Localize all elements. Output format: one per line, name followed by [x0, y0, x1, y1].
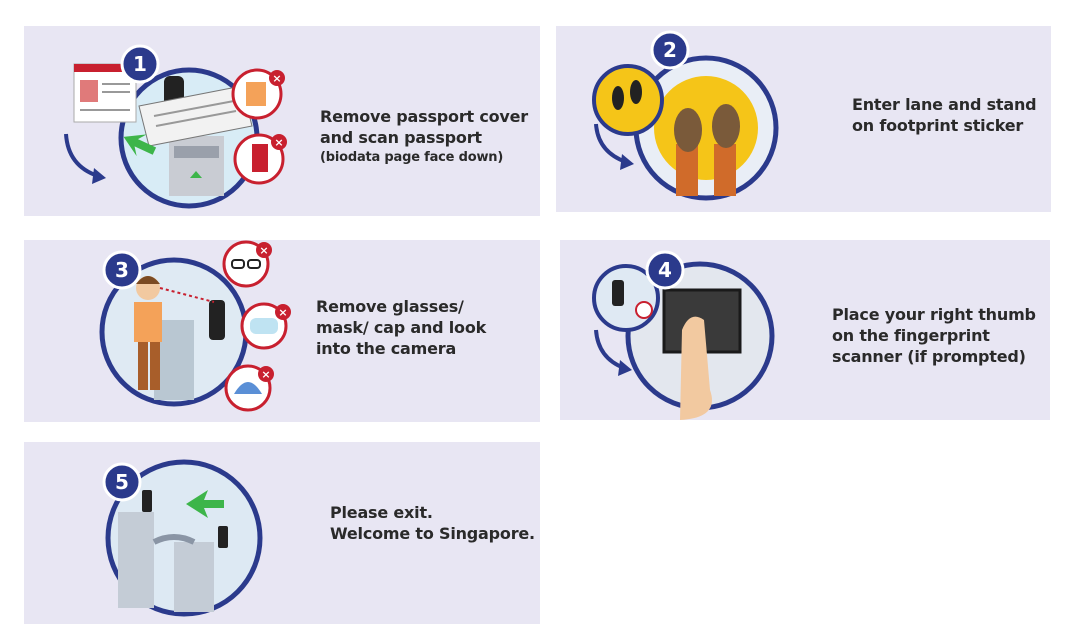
step-5-text: Please exit. Welcome to Singapore.	[330, 502, 535, 544]
footprint-illustration	[592, 30, 779, 201]
step-3-line-1: Remove glasses/	[316, 297, 464, 316]
step-card-5: 5 Please exit. Welcome to Singapore.	[24, 442, 540, 624]
step-3-text: Remove glasses/ mask/ cap and look into …	[316, 296, 486, 359]
step-4-line-3: scanner (if prompted)	[832, 347, 1026, 366]
svg-text:×: ×	[261, 368, 270, 381]
step-1-line-1: Remove passport cover	[320, 107, 528, 126]
step-4-text: Place your right thumb on the fingerprin…	[832, 304, 1036, 367]
step-2-line-1: Enter lane and stand	[852, 95, 1037, 114]
svg-text:×: ×	[278, 306, 287, 319]
step-4-right-thumb: right thumb	[930, 305, 1036, 324]
step-card-3: × × × 3 Remove glasses/ mask/ cap and lo…	[24, 240, 540, 422]
svg-text:×: ×	[259, 244, 268, 257]
step-2-text: Enter lane and stand on footprint sticke…	[852, 94, 1037, 136]
svg-text:×: ×	[274, 136, 283, 149]
passport-scan-illustration: × ×	[64, 44, 287, 209]
step-2-line-2: on footprint sticker	[852, 116, 1024, 135]
exit-gate-illustration	[102, 459, 263, 617]
step-1-text: Remove passport cover and scan passport …	[320, 106, 528, 167]
fingerprint-illustration	[592, 250, 775, 420]
step-number-badge-3: 3	[115, 258, 129, 282]
step-3-line-3: into the camera	[316, 339, 457, 358]
step-number-badge-4: 4	[658, 258, 672, 282]
step-number-badge-2: 2	[663, 38, 677, 62]
step-card-4: 4 Place your right thumb on the fingerpr…	[560, 240, 1050, 420]
step-card-1: × × 1 Remove passport cover and scan pas…	[24, 26, 540, 216]
step-4-line-2: on the fingerprint	[832, 326, 990, 345]
camera-face-illustration: × × ×	[99, 240, 291, 412]
step-5-line-1: Please exit.	[330, 503, 433, 522]
step-1-note: (biodata page face down)	[320, 150, 504, 165]
step-number-badge-1: 1	[133, 52, 147, 76]
step-4-line-1: Place your right thumb	[832, 304, 1036, 325]
step-1-line-2: and scan passport	[320, 128, 482, 147]
step-number-badge-5: 5	[115, 470, 129, 494]
step-4-line-1-prefix: Place your	[832, 305, 930, 324]
step-5-line-2: Welcome to Singapore.	[330, 524, 535, 543]
step-card-2: 2 Enter lane and stand on footprint stic…	[556, 26, 1051, 212]
step-3-line-2: mask/ cap and look	[316, 318, 487, 337]
svg-text:×: ×	[272, 72, 281, 85]
